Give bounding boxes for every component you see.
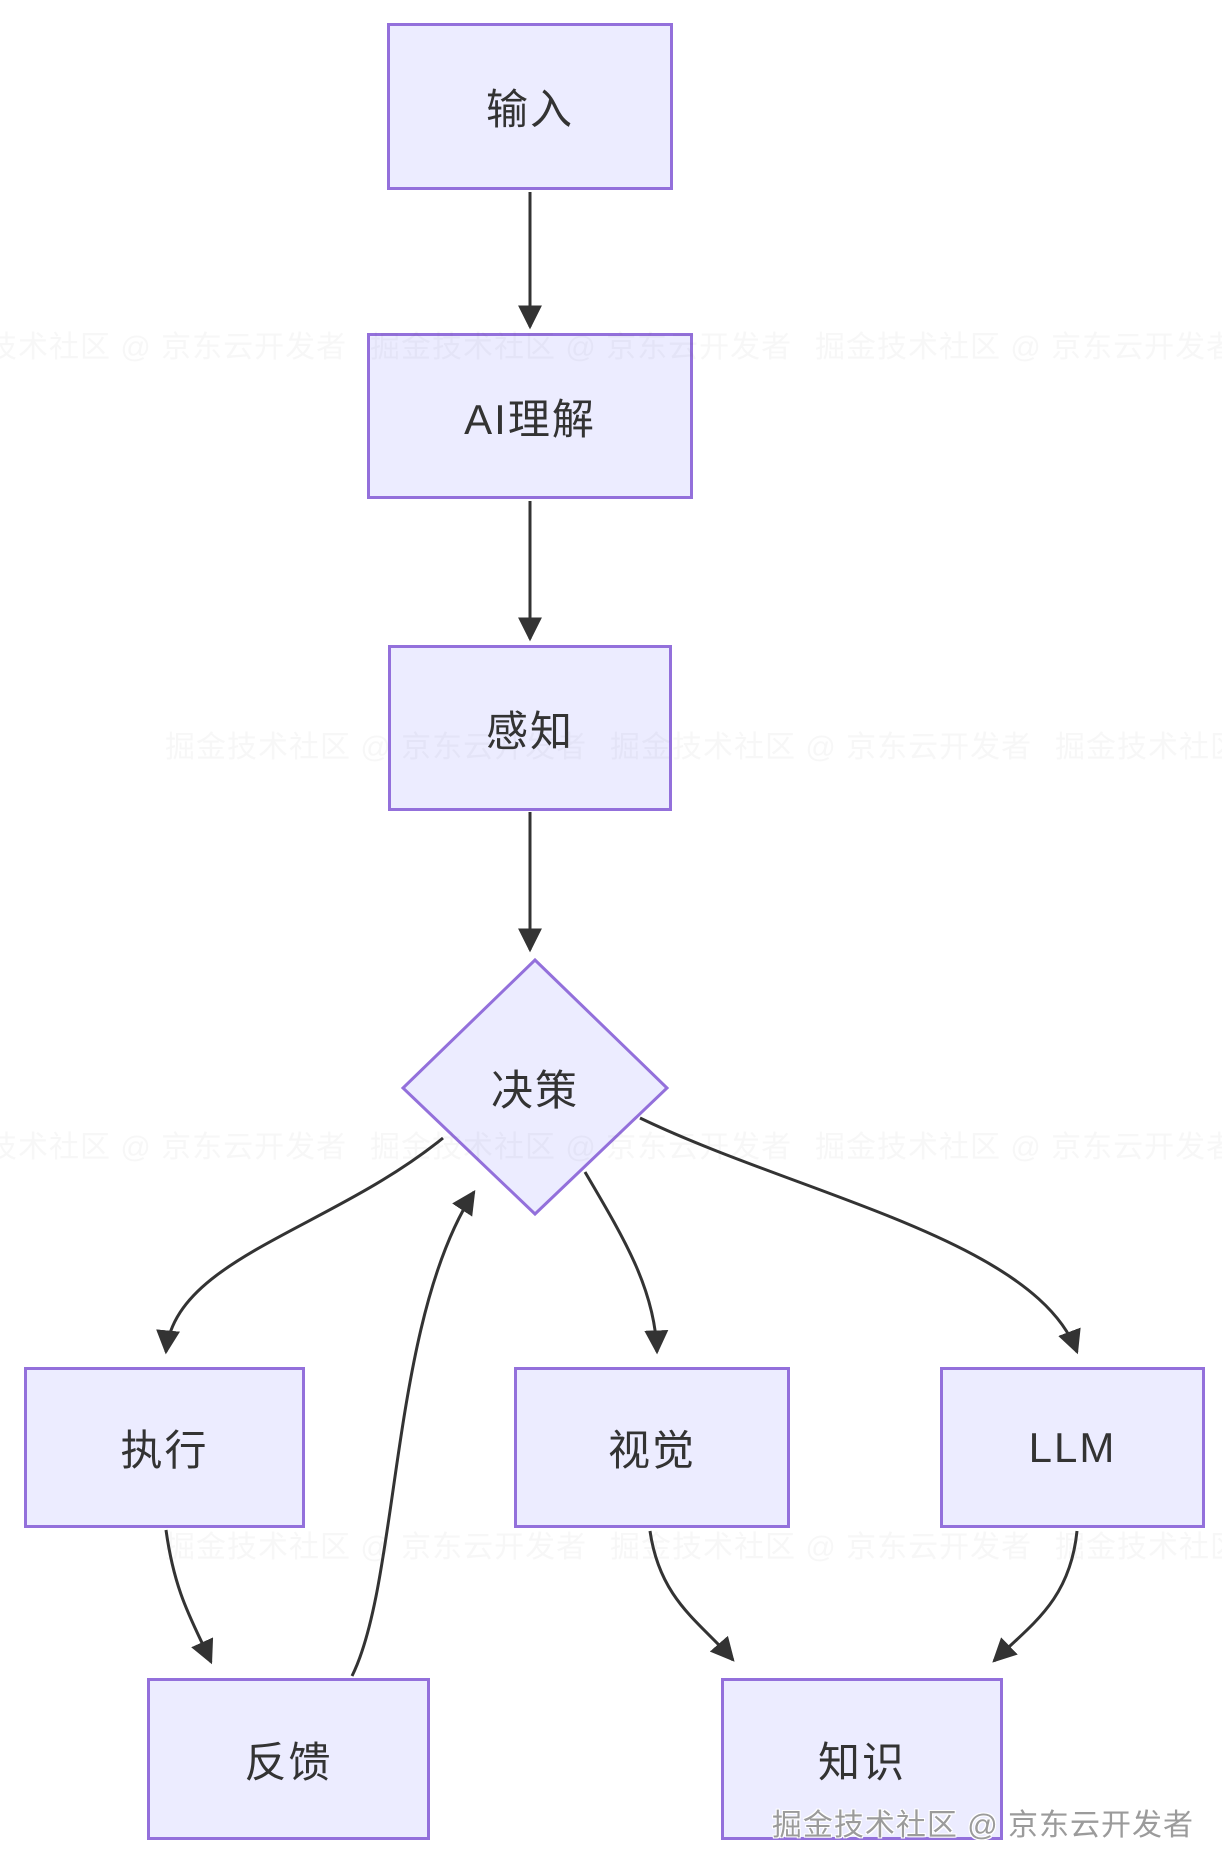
watermark-tile: 掘金技术社区 @ 京东云开发者: [0, 1122, 347, 1166]
watermark-tile: 掘金技术社区 @ 京东云开发者: [610, 722, 1032, 766]
node-vision-label: 视觉: [607, 1427, 696, 1474]
watermark-tile: 掘金技术社区 @ 京东云开发者: [815, 322, 1222, 366]
node-decision: 决策: [402, 958, 668, 1216]
watermark-tile: 掘金技术社区 @ 京东云开发者: [0, 322, 347, 366]
node-vision: 视觉: [514, 1367, 790, 1528]
node-llm: LLM: [940, 1367, 1205, 1528]
node-decision-label: 决策: [490, 1066, 579, 1114]
watermark-text: 掘金技术社区 @ 京东云开发者: [771, 1809, 1194, 1842]
node-perception: 感知: [388, 645, 672, 811]
watermark-tile: 掘金技术社区 @ 京东云开发者: [1055, 722, 1222, 766]
watermark-tile: 掘金技术社区 @ 京东云开发者: [165, 1522, 587, 1566]
node-input: 输入: [387, 23, 673, 190]
node-feedback: 反馈: [147, 1678, 430, 1840]
node-perception-label: 感知: [485, 707, 574, 755]
node-ai-understanding-label: AI理解: [464, 395, 596, 443]
node-llm-label: LLM: [1028, 1423, 1117, 1471]
edge-decision-to-llm: [639, 1116, 1081, 1355]
node-ai-understanding: AI理解: [367, 333, 693, 499]
node-input-label: 输入: [485, 86, 574, 133]
watermark-tile: 掘金技术社区 @ 京东云开发者: [610, 1522, 1032, 1566]
node-execution-label: 执行: [120, 1427, 209, 1474]
edge-vision-to-knowledge: [648, 1530, 735, 1662]
watermark-tile: 掘金技术社区 @ 京东云开发者: [815, 1122, 1222, 1166]
node-knowledge-label: 知识: [817, 1738, 906, 1786]
node-execution: 执行: [24, 1367, 305, 1528]
edge-execution-to-feedback: [164, 1529, 214, 1665]
node-knowledge: 知识: [721, 1678, 1003, 1840]
edge-feedback-to-decision: [350, 1189, 476, 1677]
watermark-tile: 掘金技术社区 @ 京东云开发者: [1055, 1522, 1222, 1566]
edge-llm-to-knowledge: [992, 1530, 1079, 1663]
node-feedback-label: 反馈: [244, 1738, 333, 1786]
